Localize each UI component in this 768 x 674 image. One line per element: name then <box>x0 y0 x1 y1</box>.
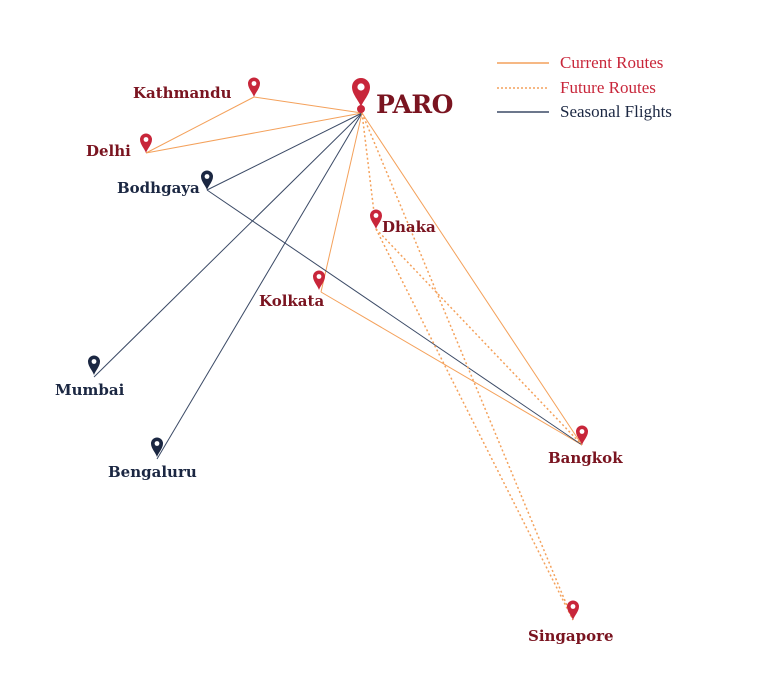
city-label-bodhgaya: Bodhgaya <box>117 179 200 197</box>
legend-label-seasonal: Seasonal Flights <box>560 102 672 121</box>
hub-label: PARO <box>376 90 453 119</box>
city-label-bengaluru: Bengaluru <box>108 463 197 481</box>
city-labels: Kathmandu Delhi Bodhgaya Dhaka Kolkata M… <box>55 84 623 645</box>
route-paro-dhaka <box>361 112 377 230</box>
route-dhaka-bangkok <box>375 228 583 446</box>
route-kolkata-bangkok <box>320 291 583 446</box>
city-label-mumbai: Mumbai <box>55 381 125 399</box>
city-label-delhi: Delhi <box>86 142 131 160</box>
route-paro-delhi <box>145 112 363 154</box>
legend: Current Routes Future Routes Seasonal Fl… <box>497 53 672 121</box>
map-pin-icon <box>140 133 152 153</box>
city-label-bangkok: Bangkok <box>548 449 623 467</box>
route-paro-kolkata <box>320 112 363 293</box>
route-paro-singapore <box>361 112 574 621</box>
route-dhaka-singapore <box>375 228 574 621</box>
routes-layer <box>93 96 583 621</box>
map-pin-icon <box>567 600 579 620</box>
route-paro-bodhgaya <box>206 112 363 191</box>
route-paro-bangkok <box>361 112 583 446</box>
route-paro-mumbai <box>93 112 363 378</box>
hub-paro: PARO <box>352 78 453 119</box>
route-bodhgaya-bangkok <box>206 189 583 446</box>
legend-label-future: Future Routes <box>560 78 656 97</box>
city-label-dhaka: Dhaka <box>382 218 436 236</box>
city-label-kathmandu: Kathmandu <box>133 84 232 102</box>
route-paro-kathmandu <box>253 96 363 114</box>
legend-label-current: Current Routes <box>560 53 663 72</box>
map-pin-icon <box>88 355 100 375</box>
city-label-kolkata: Kolkata <box>259 292 324 310</box>
map-pin-icon <box>248 77 260 97</box>
map-pin-icon <box>313 270 325 290</box>
route-paro-bengaluru <box>156 112 363 460</box>
map-pin-icon <box>352 78 370 113</box>
map-pin-icon <box>201 170 213 190</box>
map-pin-icon <box>370 209 382 229</box>
pins-layer <box>88 77 588 620</box>
route-kathmandu-delhi <box>145 96 255 154</box>
city-label-singapore: Singapore <box>528 627 614 645</box>
map-pin-icon <box>151 437 163 457</box>
